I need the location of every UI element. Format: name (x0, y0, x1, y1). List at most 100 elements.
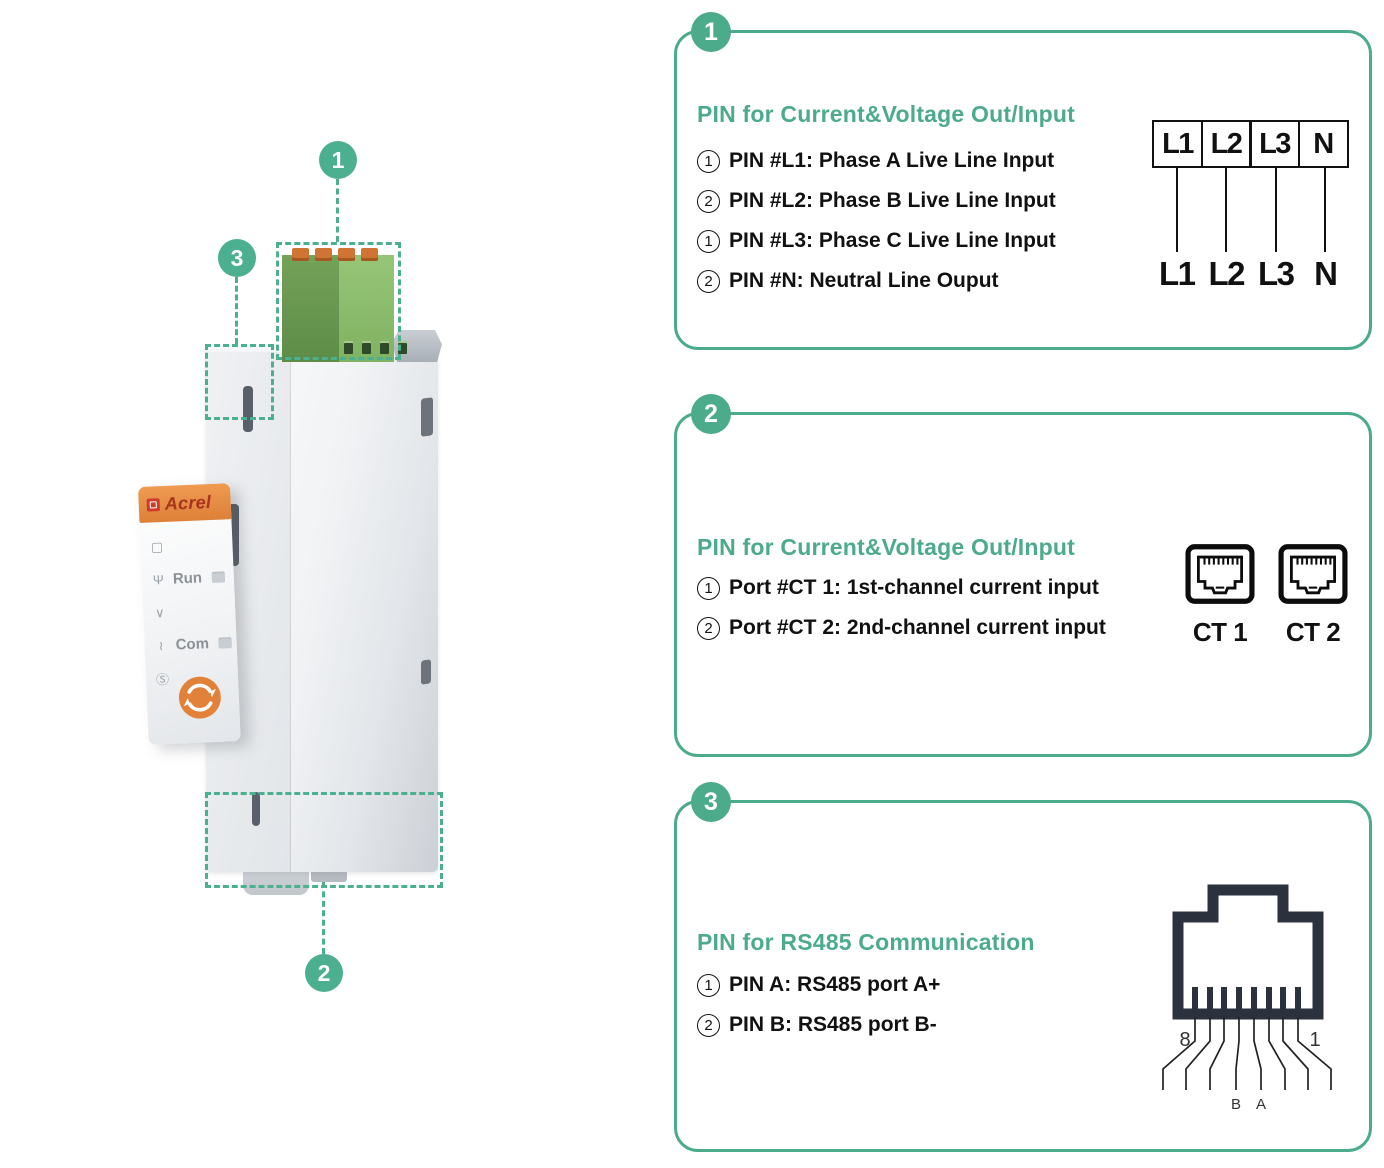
terminal-wire (1301, 168, 1351, 252)
terminal-wire-label: L3 (1257, 255, 1295, 292)
housing-side-notch (421, 659, 431, 685)
brand-header: Acrel (138, 483, 232, 523)
panel-voltage-pins: 1 PIN for Current&Voltage Out/Input 1 PI… (674, 12, 1372, 350)
panel-title: PIN for RS485 Communication (697, 929, 1035, 955)
panel-ct-ports: 2 PIN for Current&Voltage Out/Input 1 Po… (674, 394, 1372, 757)
rj45-jack-icon (1278, 544, 1348, 604)
terminal-screw (315, 248, 332, 261)
device-edge-crease (290, 352, 291, 872)
pin-item: 1 Port #CT 1: 1st-channel current input (697, 568, 1106, 608)
circled-number: 1 (697, 576, 720, 600)
pin-item: 1 PIN #L3: Phase C Live Line Input (697, 221, 1056, 261)
refresh-arrowhead (210, 688, 217, 698)
housing-vent-slot (243, 386, 253, 432)
terminal-cell: L1 (1152, 120, 1203, 168)
callout-number-2: 2 (305, 954, 343, 992)
callout-box-terminal (276, 242, 401, 360)
terminal-wire (1251, 168, 1301, 252)
pin-item: 2 PIN #L2: Phase B Live Line Input (697, 181, 1056, 221)
pin-list: 1 PIN #L1: Phase A Live Line Input 2 PIN… (697, 141, 1056, 301)
terminal-wire-hole (344, 343, 353, 354)
pin-list: 1 PIN A: RS485 port A+ 2 PIN B: RS485 po… (697, 965, 940, 1045)
refresh-arrows-icon (187, 683, 213, 712)
callout-line (235, 277, 238, 344)
ct1-label: CT 1 (1192, 617, 1248, 647)
pinout-wires (1162, 1017, 1332, 1090)
panel-badge: 2 (691, 394, 731, 434)
terminal-wire-label: N (1314, 255, 1338, 292)
circled-number: 2 (697, 616, 720, 640)
circled-number: 2 (697, 269, 720, 293)
terminal-labels: L1 L2 L3 N (1152, 255, 1350, 293)
pin-item-text: PIN #L1: Phase A Live Line Input (729, 149, 1055, 172)
com-led (218, 637, 233, 649)
rj45-plug-outline (1172, 884, 1324, 1020)
housing-side-notch (421, 397, 433, 437)
circled-number: 1 (697, 149, 720, 173)
callout-line (336, 179, 339, 242)
rj45-pinout-diagram: 8 1 B A (1162, 884, 1332, 1113)
pin1-label: 1 (1309, 1029, 1320, 1051)
ct2-port: CT 2 (1277, 543, 1349, 648)
terminal-block-diagram: L1 L2 L3 N L1 L2 L3 N (1152, 120, 1350, 293)
com-led-label: Com (175, 635, 210, 654)
housing-vent-slot (252, 792, 260, 826)
callout-box-ct-ports (205, 792, 443, 888)
ct2-label: CT 2 (1285, 617, 1341, 647)
terminal-screw (338, 248, 355, 261)
terminal-cell: L3 (1249, 120, 1300, 168)
callout-box-rs485 (205, 344, 274, 420)
pin-item: 2 Port #CT 2: 2nd-channel current input (697, 608, 1106, 648)
brand-name: Acrel (164, 491, 212, 514)
circled-number: 2 (697, 189, 720, 213)
acrel-logo-icon (146, 497, 161, 512)
status-panel: ▢ Ψ Run ∨ ≀ Com Ⓢ (140, 527, 239, 696)
callout-number-1: 1 (319, 141, 357, 179)
pin-item: 1 PIN #L1: Phase A Live Line Input (697, 141, 1056, 181)
terminal-wire-hole (362, 343, 371, 354)
rj45-pins (1192, 987, 1301, 1017)
terminal-cell: N (1297, 120, 1349, 168)
run-led-label: Run (172, 569, 203, 588)
display-icon: ▢ (150, 538, 164, 555)
pin-item-text: PIN #L3: Phase C Live Line Input (729, 229, 1056, 252)
terminal-cell: L2 (1200, 120, 1252, 168)
pin-item: 2 PIN #N: Neutral Line Ouput (697, 261, 1056, 301)
pin-item-text: Port #CT 1: 1st-channel current input (729, 576, 1099, 599)
panel-badge: 1 (691, 12, 731, 52)
terminal-screws (292, 248, 378, 261)
terminal-left-face (282, 255, 339, 362)
terminal-wire-hole (398, 343, 407, 354)
terminal-wire-label: L1 (1158, 255, 1196, 292)
terminal-wire-holes (344, 343, 407, 354)
terminal-wires (1152, 168, 1350, 252)
terminal-wire (1202, 168, 1252, 252)
front-label-plate: Acrel ▢ Ψ Run ∨ ≀ Com (138, 483, 241, 745)
pin-list: 1 Port #CT 1: 1st-channel current input … (697, 568, 1106, 648)
voltage-terminal-block (282, 248, 407, 362)
pin-item-text: Port #CT 2: 2nd-channel current input (729, 616, 1106, 639)
pin8-label: 8 (1179, 1029, 1190, 1051)
terminal-screw (292, 248, 309, 261)
terminal-wire-label: L2 (1208, 255, 1245, 292)
pin-item-text: PIN B: RS485 port B- (729, 1013, 937, 1036)
rj45-jack-icon (1185, 544, 1255, 604)
pin-item: 1 PIN A: RS485 port A+ (697, 965, 940, 1005)
reset-button[interactable] (178, 676, 222, 720)
circled-number: 1 (697, 973, 720, 997)
run-led (211, 571, 226, 583)
refresh-arrowhead (183, 698, 190, 707)
terminal-wire-hole (380, 343, 389, 354)
panel-badge: 3 (691, 782, 731, 822)
terminal-wire (1152, 168, 1202, 252)
callout-number-3: 3 (218, 239, 256, 277)
circled-s-icon: Ⓢ (155, 671, 170, 688)
pin-item: 2 PIN B: RS485 port B- (697, 1005, 940, 1045)
thermometer-icon: ≀ (158, 637, 164, 653)
voltage-icon: ∨ (154, 604, 165, 620)
pin-item-text: PIN #L2: Phase B Live Line Input (729, 189, 1056, 212)
circled-number: 2 (697, 1013, 720, 1037)
callout-line (322, 882, 325, 954)
panel-rs485: 3 PIN for RS485 Communication 1 PIN A: R… (674, 782, 1372, 1152)
